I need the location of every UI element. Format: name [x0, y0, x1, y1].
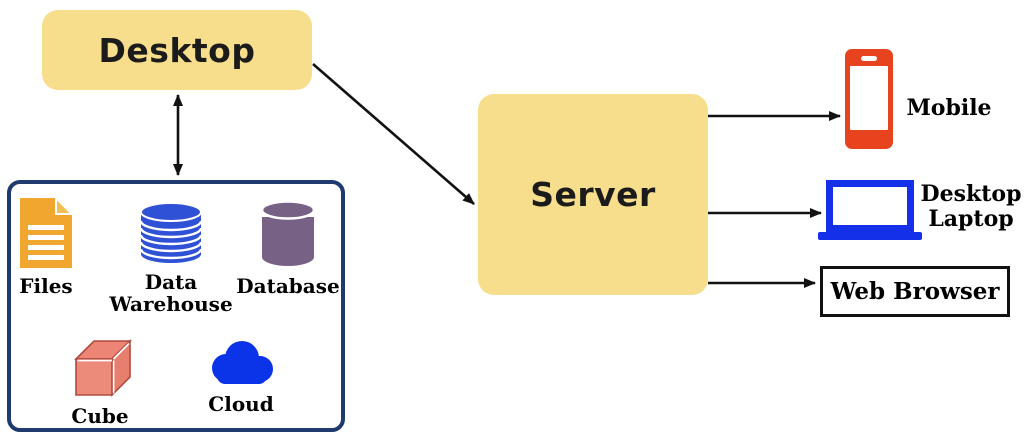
- phone-speaker: [861, 56, 877, 61]
- data-source-cloud: Cloud: [185, 338, 297, 415]
- laptop-base: [818, 232, 922, 240]
- edge-desktop-server: [312, 63, 475, 205]
- data-source-warehouse: Data Warehouse: [107, 202, 235, 316]
- web-browser-label: Web Browser: [830, 277, 1000, 305]
- data-source-cube: Cube: [45, 334, 155, 427]
- data-source-label: Database: [236, 274, 340, 298]
- data-source-database: Database: [233, 200, 343, 297]
- stacked-disks-icon: [139, 202, 203, 264]
- smartphone-icon: [845, 49, 893, 149]
- data-source-label: Files: [19, 274, 73, 298]
- data-source-label: Cloud: [208, 392, 274, 416]
- cube-icon: [68, 334, 132, 398]
- web-browser-node: Web Browser: [820, 266, 1010, 317]
- desktop-node-label: Desktop: [98, 30, 256, 70]
- laptop-screen: [826, 180, 914, 232]
- data-source-files: Files: [17, 198, 75, 297]
- server-node-label: Server: [530, 175, 656, 214]
- data-source-label: Cube: [71, 404, 129, 428]
- cloud-icon: [205, 338, 277, 386]
- laptop-icon: [818, 180, 922, 240]
- laptop-label: Desktop Laptop: [920, 181, 1022, 232]
- data-sources-panel: Files Data Warehouse: [7, 180, 345, 432]
- cylinder-icon: [260, 200, 316, 268]
- mobile-label: Mobile: [906, 95, 992, 121]
- data-source-label: Data Warehouse: [109, 270, 233, 317]
- desktop-node: Desktop: [42, 10, 312, 90]
- server-node: Server: [478, 94, 708, 295]
- phone-screen: [850, 66, 888, 130]
- document-icon: [20, 198, 72, 268]
